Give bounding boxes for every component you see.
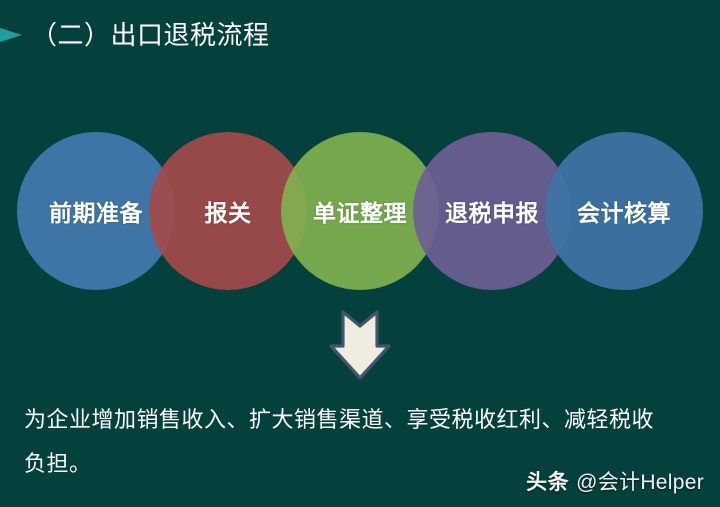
watermark: 头条 @会计Helper <box>526 466 704 496</box>
process-circle-4[interactable] <box>413 132 571 290</box>
watermark-handle: @会计Helper <box>576 471 704 494</box>
process-circles <box>0 132 720 292</box>
process-circle-5[interactable] <box>545 132 703 290</box>
watermark-brand: 头条 <box>526 471 570 494</box>
triangle-right-icon <box>0 25 26 45</box>
process-circle-1[interactable] <box>17 132 175 290</box>
arrow-down-icon <box>327 310 393 380</box>
process-diagram: 前期准备 报关 单证整理 退税申报 会计核算 <box>0 132 720 292</box>
process-circle-3[interactable] <box>281 132 439 290</box>
process-circle-2[interactable] <box>149 132 307 290</box>
slide-title-row: （二）出口退税流程 <box>0 12 720 58</box>
summary-text: 为企业增加销售收入、扩大销售渠道、享受税收红利、减轻税收负担。 <box>24 407 655 476</box>
page-title: （二）出口退税流程 <box>31 20 270 50</box>
